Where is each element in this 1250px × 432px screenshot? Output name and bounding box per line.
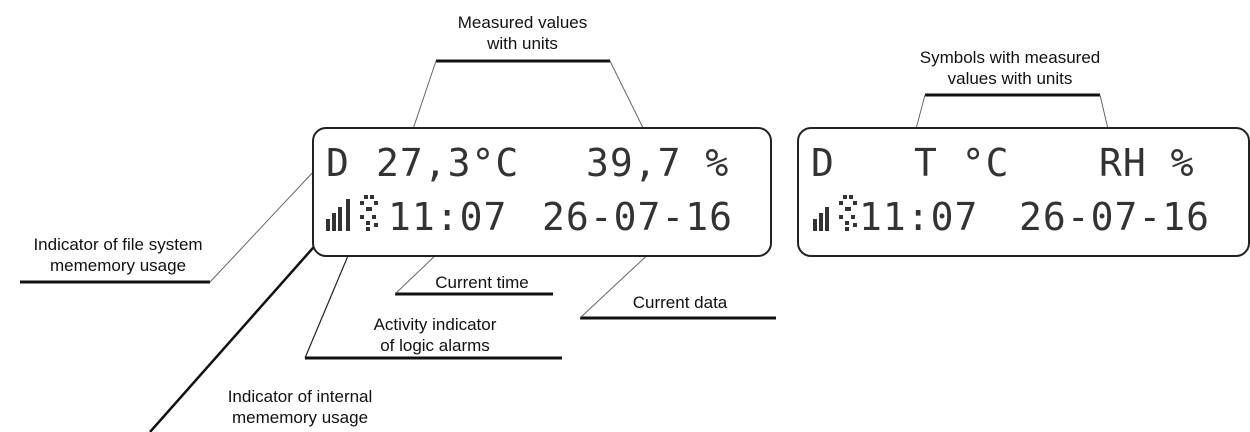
lcd-display-symbols: D T °C RH % 11:07 26-07-16 bbox=[797, 127, 1250, 257]
time-value: 11:07 bbox=[388, 195, 508, 239]
internal-memory-label: Indicator of internal mememory usage bbox=[227, 387, 373, 427]
current-data-label: Current data bbox=[632, 293, 728, 312]
file-system-leader bbox=[209, 169, 316, 283]
date-value: 26-07-16 bbox=[542, 195, 734, 239]
current-time-label: Current time bbox=[435, 273, 529, 292]
internal-memory-leader bbox=[149, 239, 321, 432]
file-system-icon: D bbox=[811, 141, 835, 185]
date-value: 26-07-16 bbox=[1019, 195, 1211, 239]
temperature-symbol: T °C bbox=[914, 141, 1010, 185]
humidity-symbol: RH % bbox=[1099, 141, 1195, 185]
logic-alarms-label: Activity indicator of logic alarms bbox=[373, 315, 497, 355]
logic-alarm-icon bbox=[360, 195, 378, 231]
humidity-value: 39,7 % bbox=[586, 141, 730, 185]
temperature-value: 27,3°C bbox=[376, 141, 520, 185]
logic-alarm-icon bbox=[839, 195, 857, 231]
time-value: 11:07 bbox=[859, 195, 979, 239]
file-system-label: Indicator of file system mememory usage bbox=[33, 235, 203, 275]
lcd-display-measured: D 27,3°C 39,7 % 11:07 26-07-16 bbox=[312, 127, 772, 257]
memory-usage-icon bbox=[326, 199, 350, 231]
symbols-label: Symbols with measured values with units bbox=[919, 48, 1101, 88]
file-system-icon: D bbox=[326, 141, 350, 185]
measured-values-label: Measured values with units bbox=[457, 13, 588, 53]
memory-usage-icon bbox=[813, 207, 829, 231]
